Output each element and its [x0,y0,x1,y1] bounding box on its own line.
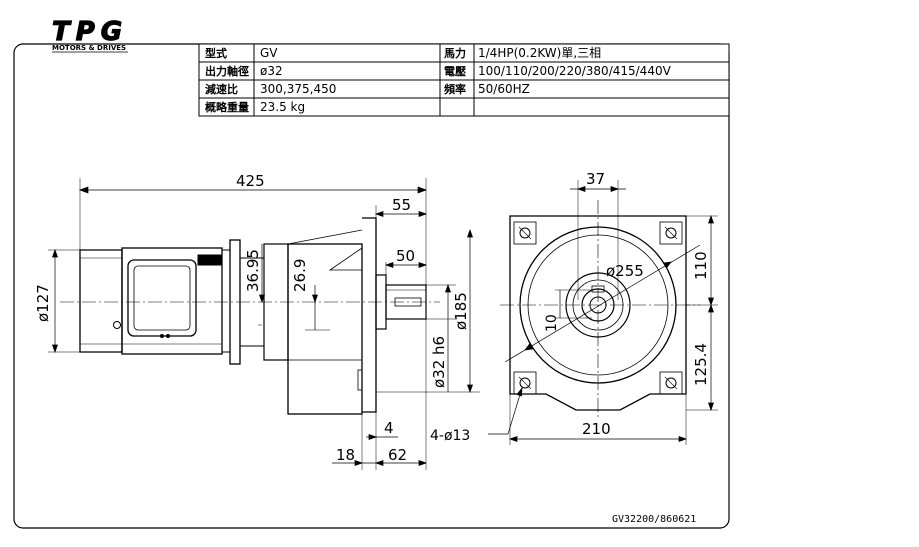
drawing-number: GV32200/860621 [612,514,696,525]
front-dimensions [488,180,718,445]
dim-18: 18 [336,446,355,464]
logo-tagline: MOTORS & DRIVES [52,44,126,52]
label-weight: 概略重量 [205,100,249,114]
dim-55: 55 [392,196,411,214]
spec-table: 型式 GV 馬力 1/4HP(0.2KW)單,三相 出力軸徑 ø32 電壓 10… [198,43,730,117]
dim-210: 210 [582,420,611,438]
value-model: GV [260,46,278,60]
dim-125-4: 125.4 [692,343,710,386]
dim-185: ø185 [452,292,470,330]
dim-32h6: ø32 h6 [430,336,448,388]
dim-255: ø255 [606,262,644,280]
label-shaft-dia: 出力軸徑 [205,64,249,78]
logo-text: TPG [52,17,128,47]
label-ratio: 減速比 [205,82,238,96]
dim-36-95: 36.95 [244,249,262,292]
label-model: 型式 [205,46,227,60]
value-voltage: 100/110/200/220/380/415/440V [478,64,672,78]
value-ratio: 300,375,450 [260,82,336,96]
label-power: 馬力 [444,46,466,60]
side-dimensions [48,178,480,470]
value-frequency: 50/60HZ [478,82,530,96]
label-frequency: 頻率 [444,82,466,96]
drawing-frame [13,43,730,529]
dim-10: 10 [544,314,560,332]
dim-26-9: 26.9 [291,259,309,292]
dim-62: 62 [388,446,407,464]
dim-holes: 4-ø13 [430,428,470,444]
dim-50: 50 [396,247,415,265]
dim-4: 4 [384,419,394,437]
side-view [60,217,440,415]
dim-127: ø127 [34,284,52,322]
dim-110: 110 [692,251,710,280]
tpg-logo: TPG MOTORS & DRIVES [51,16,128,53]
front-view [500,200,700,420]
value-power: 1/4HP(0.2KW)單,三相 [478,46,601,60]
value-weight: 23.5 kg [260,100,305,114]
label-voltage: 電壓 [444,65,466,78]
value-shaft-dia: ø32 [260,64,283,78]
dim-overall-length: 425 [236,172,265,190]
dim-37: 37 [586,170,605,188]
